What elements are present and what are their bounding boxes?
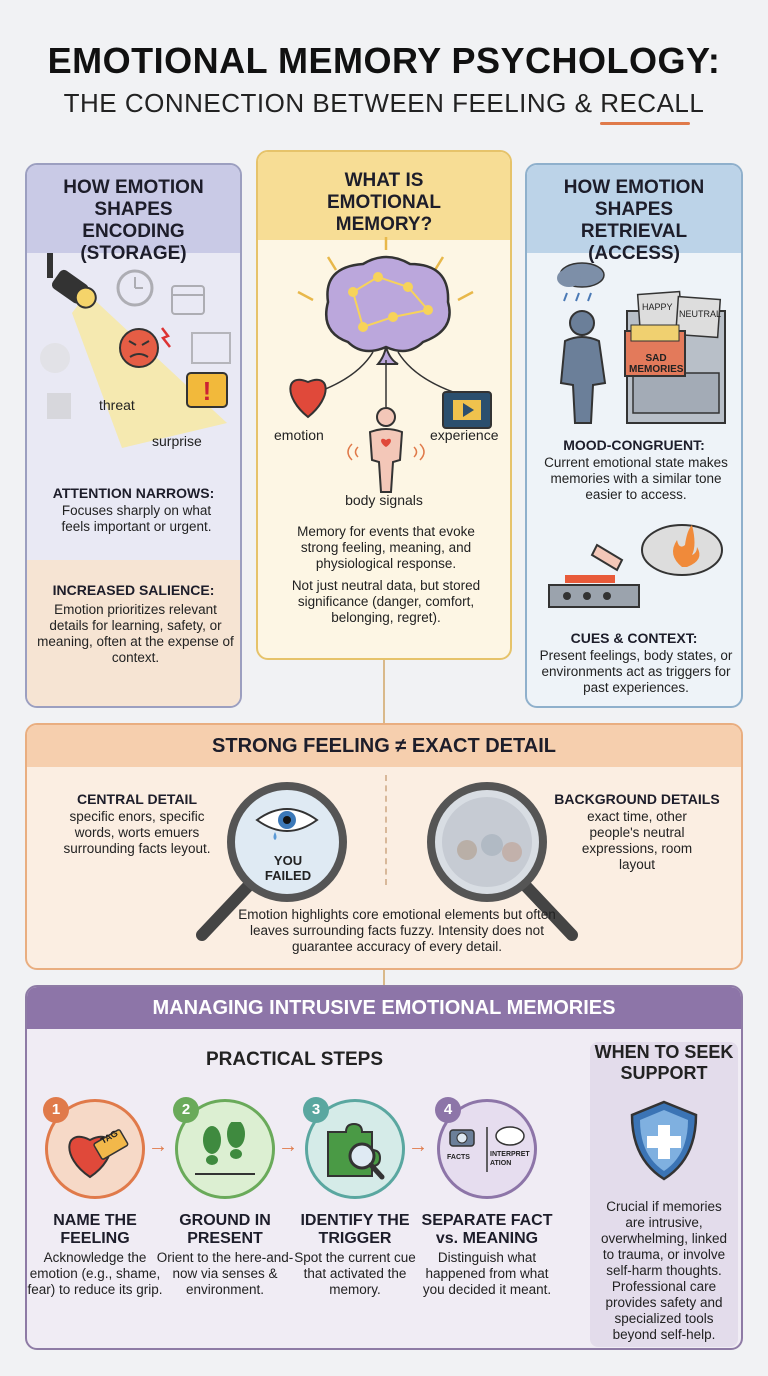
- connector-strong-to-manage: [383, 970, 385, 985]
- connector-mid-to-strong: [383, 660, 385, 723]
- step-2-circle: [175, 1099, 275, 1199]
- footprints-icon: [195, 1122, 255, 1175]
- heart-tag-icon: [68, 1129, 129, 1179]
- calendar-icon: [171, 285, 205, 315]
- magnifier-left: [196, 782, 347, 941]
- step-1-title: NAME THE FEELING: [53, 1212, 137, 1247]
- folder-neutral-label: NEUTRAL: [679, 309, 722, 319]
- retrieval-header: HOW EMOTION SHAPES RETRIEVAL (ACCESS): [527, 165, 741, 264]
- mood-title: MOOD-CONGRUENT:: [563, 437, 705, 453]
- heart-icon: [289, 378, 327, 419]
- encoding-panel: HOW EMOTION SHAPES ENCODING (STORAGE) ! …: [25, 163, 242, 708]
- folder-sad-label: SAD MEMORIES: [629, 353, 684, 375]
- ball-icon: [40, 343, 70, 373]
- divider: [385, 775, 387, 885]
- step-3-number: 3: [303, 1097, 329, 1123]
- step-4-desc: Distinguish what happened from what you …: [422, 1250, 552, 1297]
- clock-icon: [116, 269, 154, 307]
- threat-label: threat: [99, 397, 135, 413]
- step-4-title: SEPARATE FACT vs. MEANING: [421, 1212, 553, 1247]
- step-3-desc: Spot the current cue that activated the …: [294, 1250, 416, 1297]
- drawer-icon: [624, 324, 686, 377]
- support-text: Crucial if memories are intrusive, overw…: [600, 1199, 728, 1342]
- practical-steps-title: PRACTICAL STEPS: [205, 1049, 383, 1070]
- retrieval-panel: HOW EMOTION SHAPES RETRIEVAL (ACCESS) HA…: [525, 163, 743, 708]
- page-subtitle: THE CONNECTION BETWEEN FEELING & RECALL: [63, 88, 705, 118]
- step-2-desc: Orient to the here-and-now via senses & …: [156, 1250, 294, 1297]
- room-icon: [191, 332, 231, 364]
- experience-label: experience: [430, 427, 499, 443]
- thought-icon: [495, 1126, 525, 1146]
- managing-panel: MANAGING INTRUSIVE EMOTIONAL MEMORIES PR…: [25, 985, 743, 1350]
- support-title: WHEN TO SEEK SUPPORT: [594, 1042, 734, 1083]
- background-details-title: BACKGROUND DETAILS: [554, 791, 720, 807]
- magnifier-right: [427, 782, 578, 941]
- facts-label: FACTS: [447, 1154, 470, 1161]
- attention-text: Focuses sharply on what feels important …: [61, 503, 212, 534]
- lens-text: YOU FAILED: [264, 853, 312, 883]
- interpretation-label: INTERPRETATION: [490, 1151, 530, 1167]
- what-is-text-2: Not just neutral data, but stored signif…: [291, 578, 481, 625]
- step-2-title: GROUND IN PRESENT: [179, 1212, 271, 1247]
- salience-text: Emotion prioritizes relevant details for…: [37, 602, 234, 665]
- spotlight-illustration: !: [40, 253, 231, 448]
- body-signals-label: body signals: [345, 492, 423, 508]
- film-icon: [442, 391, 492, 429]
- rain-cloud-icon: [557, 262, 605, 302]
- brain-icon: [325, 255, 451, 365]
- support-box: WHEN TO SEEK SUPPORT Crucial if memories…: [590, 1042, 738, 1347]
- salience-section: INCREASED SALIENCE: Emotion prioritizes …: [27, 560, 240, 706]
- step-1-number: 1: [43, 1097, 69, 1123]
- body-icon: [368, 407, 404, 493]
- what-is-panel: WHAT IS EMOTIONAL MEMORY? emotion experi…: [256, 150, 512, 660]
- attention-title: ATTENTION NARROWS:: [52, 485, 215, 501]
- page-title: EMOTIONAL MEMORY PSYCHOLOGY:: [47, 40, 721, 81]
- fact-meaning-icon: [449, 1126, 525, 1172]
- retrieval-title: HOW EMOTION SHAPES RETRIEVAL (ACCESS): [563, 177, 705, 264]
- central-detail-text: specific enors, specific words, worts em…: [63, 809, 211, 856]
- svg-text:!: !: [203, 376, 212, 406]
- step-3-title: IDENTIFY THE TRIGGER: [300, 1212, 410, 1247]
- hand-icon: [590, 543, 624, 572]
- stove-illustration: [548, 524, 723, 608]
- salience-title: INCREASED SALIENCE:: [52, 582, 215, 598]
- mood-text: Current emotional state makes memories w…: [544, 455, 728, 502]
- sad-person-icon: [559, 310, 607, 424]
- step-4-number: 4: [435, 1097, 461, 1123]
- stove-icon: [548, 575, 640, 608]
- strong-feeling-panel: STRONG FEELING ≠ EXACT DETAIL CENTRAL DE…: [25, 723, 743, 970]
- what-is-title: WHAT IS EMOTIONAL MEMORY?: [327, 170, 441, 235]
- fire-thought-icon: [641, 524, 723, 576]
- managing-title: MANAGING INTRUSIVE EMOTIONAL MEMORIES: [27, 987, 741, 1029]
- emotion-label: emotion: [274, 427, 324, 443]
- strong-feeling-title: STRONG FEELING ≠ EXACT DETAIL: [27, 725, 741, 767]
- eye-icon: [255, 808, 319, 832]
- strong-caption: Emotion highlights core emotional elemen…: [238, 907, 556, 954]
- lightning-icon: [160, 327, 171, 348]
- shield-icon: [630, 1100, 698, 1181]
- encoding-title: HOW EMOTION SHAPES ENCODING (STORAGE): [63, 177, 204, 264]
- what-is-text-1: Memory for events that evoke strong feel…: [297, 524, 475, 571]
- puzzle-magnifier-icon: [327, 1122, 385, 1180]
- arrow-1: →: [148, 1135, 168, 1157]
- step-2-number: 2: [173, 1097, 199, 1123]
- brain-illustration: [289, 237, 492, 493]
- folder-happy-label: HAPPY: [642, 302, 673, 312]
- arrow-2: →: [278, 1135, 298, 1157]
- stamp-icon: [47, 393, 71, 419]
- subtitle-underline: [600, 122, 690, 125]
- arrow-3: →: [408, 1135, 428, 1157]
- cues-title: CUES & CONTEXT:: [570, 630, 698, 646]
- angry-face-icon: [119, 328, 159, 368]
- background-details-text: exact time, other people's neutral expre…: [581, 809, 693, 872]
- filing-cabinet-illustration: [557, 262, 726, 424]
- warning-icon: !: [186, 372, 228, 408]
- surprise-label: surprise: [152, 433, 202, 449]
- cues-text: Present feelings, body states, or enviro…: [539, 648, 733, 695]
- encoding-header: HOW EMOTION SHAPES ENCODING (STORAGE): [27, 165, 240, 264]
- central-detail-title: CENTRAL DETAIL: [76, 791, 198, 807]
- step-1-desc: Acknowledge the emotion (e.g., shame, fe…: [27, 1250, 163, 1297]
- what-is-header: WHAT IS EMOTIONAL MEMORY?: [258, 152, 510, 240]
